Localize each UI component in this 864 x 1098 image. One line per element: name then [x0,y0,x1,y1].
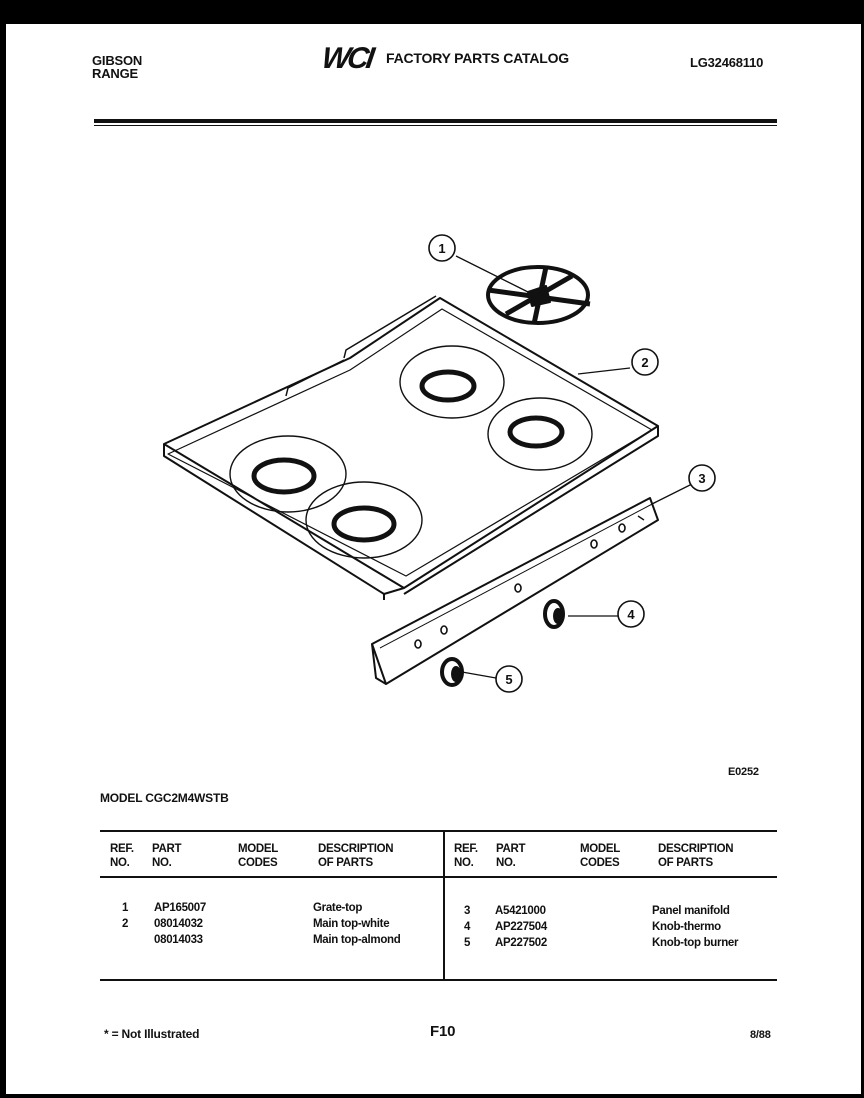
callout-label-2: 2 [641,355,648,370]
callout-circle-5 [495,665,523,693]
main-top-part [163,295,659,600]
table-top-rule [100,830,777,832]
callout-label-3: 3 [698,471,705,486]
table-row-left-2: 2 [122,918,129,930]
callout-circle-3 [688,464,716,492]
brand-block: GIBSON RANGE [92,54,142,80]
callout-circle-1 [428,234,456,262]
table-header-rule [100,876,777,878]
catalog-page: GIBSON RANGE WCI FACTORY PARTS CATALOG L… [6,24,861,1094]
knob-thermo-part [543,599,565,629]
callout-label-5: 5 [505,672,512,687]
description-column-left: Grate-top Main top-white Main top-almond [313,902,401,946]
header-rule-thick [94,119,777,123]
table-center-divider [443,830,445,981]
page-number: F10 [430,1023,456,1040]
table-bottom-rule [100,979,777,981]
callout-label-4: 4 [627,607,635,622]
part-no-column-left: AP165007 08014032 08014033 [154,902,206,946]
callout-circle-2 [631,348,659,376]
grate-part [486,265,591,325]
part-no-column-right: A5421000 AP227504 AP227502 [495,905,547,949]
table-row-left-1: 1 [122,902,129,914]
brand-line-1: GIBSON [92,53,143,68]
ref-column-right: 3 4 5 [464,905,471,949]
panel-manifold-part [371,497,659,685]
footnote-not-illustrated: * = Not Illustrated [104,1027,200,1041]
description-column-right: Panel manifold Knob-thermo Knob-top burn… [652,905,739,949]
callout-label-1: 1 [438,241,445,256]
knob-top-burner-part [440,657,464,687]
callout-circle-4 [617,600,645,628]
figure-code: E0252 [728,766,759,778]
header-rule-thin [94,125,777,126]
exploded-parts-diagram: 1 2 3 4 5 [163,234,716,693]
catalog-date: 8/88 [750,1029,771,1041]
callout-leaders [455,255,693,679]
header-ref-right: REF.NO. [454,843,478,869]
catalog-number: LG32468110 [690,55,764,70]
model-number: MODEL CGC2M4WSTB [100,791,229,805]
header-ref-left: REF.NO. [110,843,134,869]
catalog-title: FACTORY PARTS CATALOG [386,50,569,66]
brand-line-2: RANGE [92,66,138,81]
